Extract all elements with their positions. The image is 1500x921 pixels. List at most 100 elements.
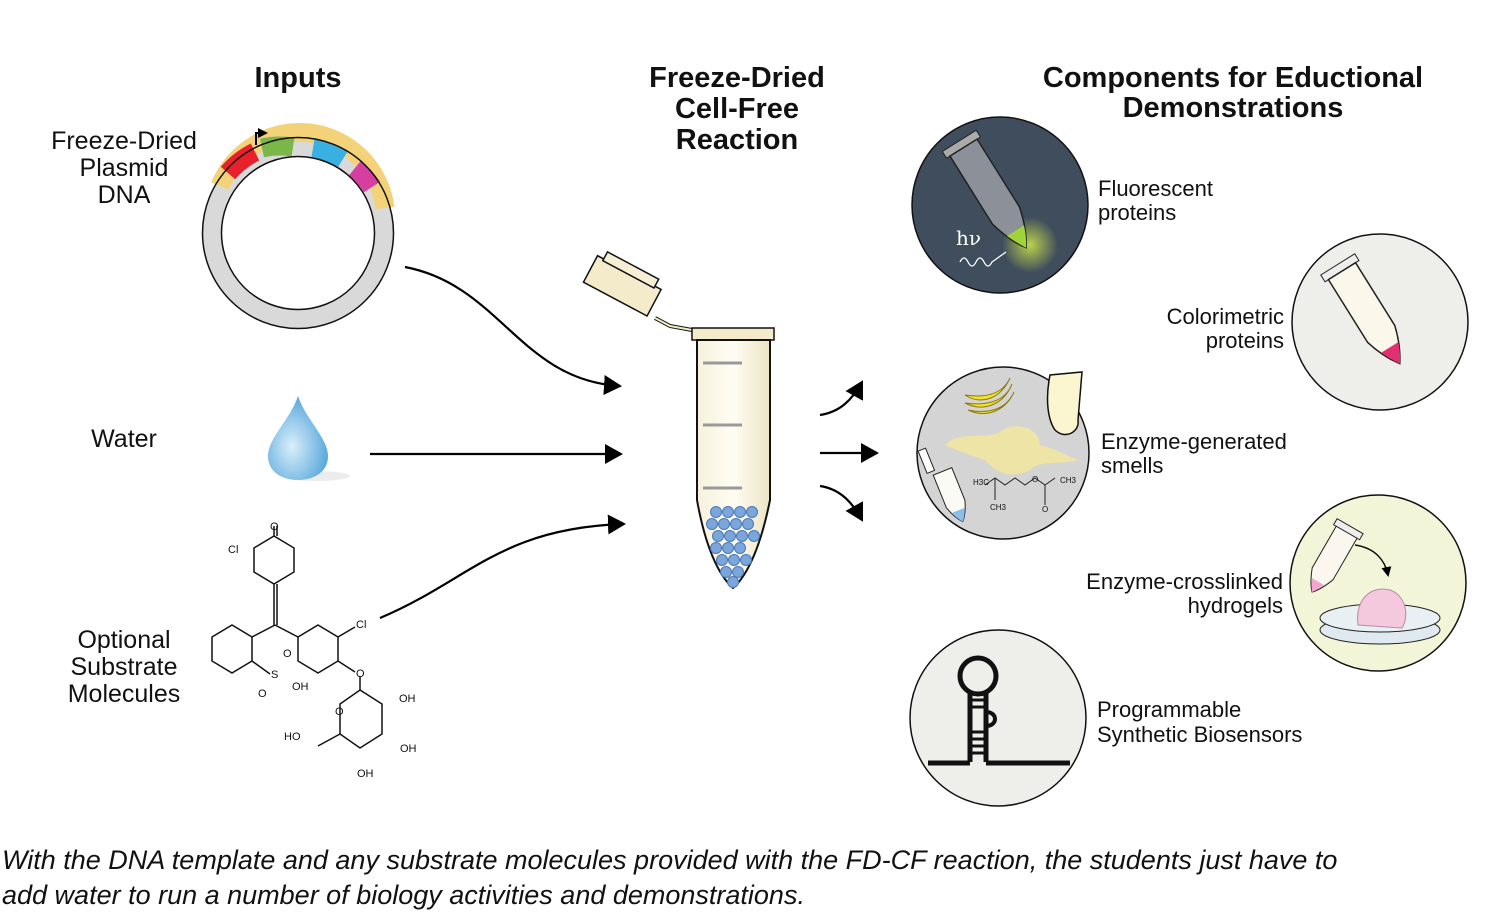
svg-text:OH: OH [400, 743, 417, 755]
label-water: Water [91, 425, 157, 453]
freeze-dried-pellet-beads [706, 506, 760, 588]
pellet-bead [727, 576, 739, 588]
promoter-arrow-icon [255, 128, 268, 145]
svg-text:O: O [335, 706, 344, 718]
svg-text:O: O [258, 688, 267, 700]
label-line: proteins [1098, 200, 1177, 225]
svg-text:CH3: CH3 [1060, 476, 1077, 485]
hydrogels-illustration [1289, 494, 1467, 672]
svg-text:O: O [1032, 475, 1038, 484]
heading-reaction-line: Cell-Free [674, 93, 800, 125]
heading-reaction: Freeze-Dried Cell-Free Reaction [597, 63, 877, 156]
heading-components-line: Components for Eductional [1042, 62, 1424, 94]
banana-icon [964, 377, 1015, 414]
label-line: smells [1101, 453, 1164, 478]
label-substrate-molecules: Optional Substrate Molecules [24, 627, 224, 708]
svg-text:Cl: Cl [356, 619, 366, 631]
water-drop-icon [268, 396, 350, 481]
fluorescent-proteins-illustration: hν [911, 116, 1089, 294]
pellet-bead [716, 554, 728, 566]
svg-text:O: O [270, 521, 279, 533]
svg-text:O: O [283, 648, 292, 660]
heading-inputs: Inputs [254, 62, 342, 94]
substrate-molecule-labels: O Cl Cl O O S OH O O OH HO OH OH [228, 521, 417, 780]
pellet-bead [712, 530, 724, 542]
label-line: hydrogels [1187, 593, 1283, 618]
label-line: Substrate [70, 653, 178, 681]
colorimetric-proteins-illustration [1291, 233, 1469, 411]
pellet-bead [730, 518, 742, 530]
arrow-plasmid-to-reaction [404, 265, 622, 396]
svg-text:CH3: CH3 [990, 503, 1007, 512]
pellet-bead [722, 506, 734, 518]
pellet-bead [728, 554, 740, 566]
svg-text:H3C: H3C [973, 478, 989, 487]
svg-text:OH: OH [399, 693, 416, 705]
caption-line: add water to run a number of biology act… [2, 880, 805, 910]
smell-cloud [945, 426, 1078, 475]
label-line: Fluorescent [1098, 176, 1213, 201]
pellet-bead [748, 530, 760, 542]
svg-text:OH: OH [292, 681, 309, 693]
arrow-substrate-to-reaction [379, 514, 626, 620]
label-line: DNA [97, 181, 151, 209]
pellet-bead [746, 506, 758, 518]
label-colorimetric-proteins: Colorimetric proteins [1167, 305, 1284, 353]
pellet-bead [732, 566, 744, 578]
ester-labels: H3C CH3 O CH3 O [973, 475, 1077, 514]
heading-reaction-line: Reaction [675, 124, 799, 156]
gene-red [220, 143, 260, 180]
label-line: Freeze-Dried [51, 127, 197, 155]
pellet-bead [720, 566, 732, 578]
pellet-bead [734, 506, 746, 518]
svg-text:OH: OH [357, 768, 374, 780]
label-enzyme-smells: Enzyme-generated smells [1101, 430, 1287, 478]
caption-line: With the DNA template and any substrate … [2, 845, 1338, 875]
label-biosensors: Programmable Synthetic Biosensors [1097, 697, 1302, 747]
pellet-bead [722, 542, 734, 554]
label-line: Plasmid [79, 154, 169, 182]
heading-components: Components for Eductional Demonstrations [1003, 63, 1463, 123]
pellet-bead [706, 518, 718, 530]
label-line: Programmable [1097, 697, 1242, 722]
label-line: Enzyme-generated [1101, 429, 1287, 454]
svg-text:hν: hν [956, 226, 981, 250]
nose-icon [1046, 371, 1083, 436]
pellet-bead [742, 518, 754, 530]
label-plasmid-dna: Freeze-Dried Plasmid DNA [24, 128, 224, 209]
pellet-bead [740, 554, 752, 566]
arrow-output-up [819, 380, 863, 417]
pellet-bead [718, 518, 730, 530]
heading-components-line: Demonstrations [1122, 92, 1344, 124]
plasmid-icon [201, 123, 395, 330]
pellet-bead [736, 530, 748, 542]
arrow-output-down [819, 484, 863, 522]
enzyme-smells-illustration: H3C CH3 O CH3 O [916, 366, 1090, 540]
label-line: Optional [77, 626, 171, 654]
pellet-bead [710, 506, 722, 518]
label-enzyme-hydrogels: Enzyme-crosslinked hydrogels [1086, 570, 1283, 618]
svg-text:O: O [356, 668, 365, 680]
gene-green [259, 136, 295, 158]
pellet-bead [710, 542, 722, 554]
svg-text:HO: HO [284, 731, 301, 743]
gene-magenta [348, 160, 380, 193]
label-line: Synthetic Biosensors [1097, 722, 1303, 747]
pellet-bead [724, 530, 736, 542]
figure-caption: With the DNA template and any substrate … [2, 843, 1337, 913]
reaction-tube-icon [582, 250, 775, 590]
label-line: proteins [1205, 328, 1284, 353]
svg-text:S: S [271, 669, 278, 681]
label-line: Colorimetric [1166, 304, 1284, 329]
gene-blue [311, 138, 348, 168]
label-fluorescent-proteins: Fluorescent proteins [1098, 177, 1213, 225]
substrate-molecule-icon [211, 526, 383, 749]
svg-text:O: O [1042, 505, 1048, 514]
label-line: Molecules [67, 680, 181, 708]
heading-reaction-line: Freeze-Dried [649, 62, 825, 94]
label-line: Enzyme-crosslinked [1086, 569, 1283, 594]
biosensor-hairpin-illustration [909, 629, 1087, 807]
svg-text:Cl: Cl [228, 544, 238, 556]
